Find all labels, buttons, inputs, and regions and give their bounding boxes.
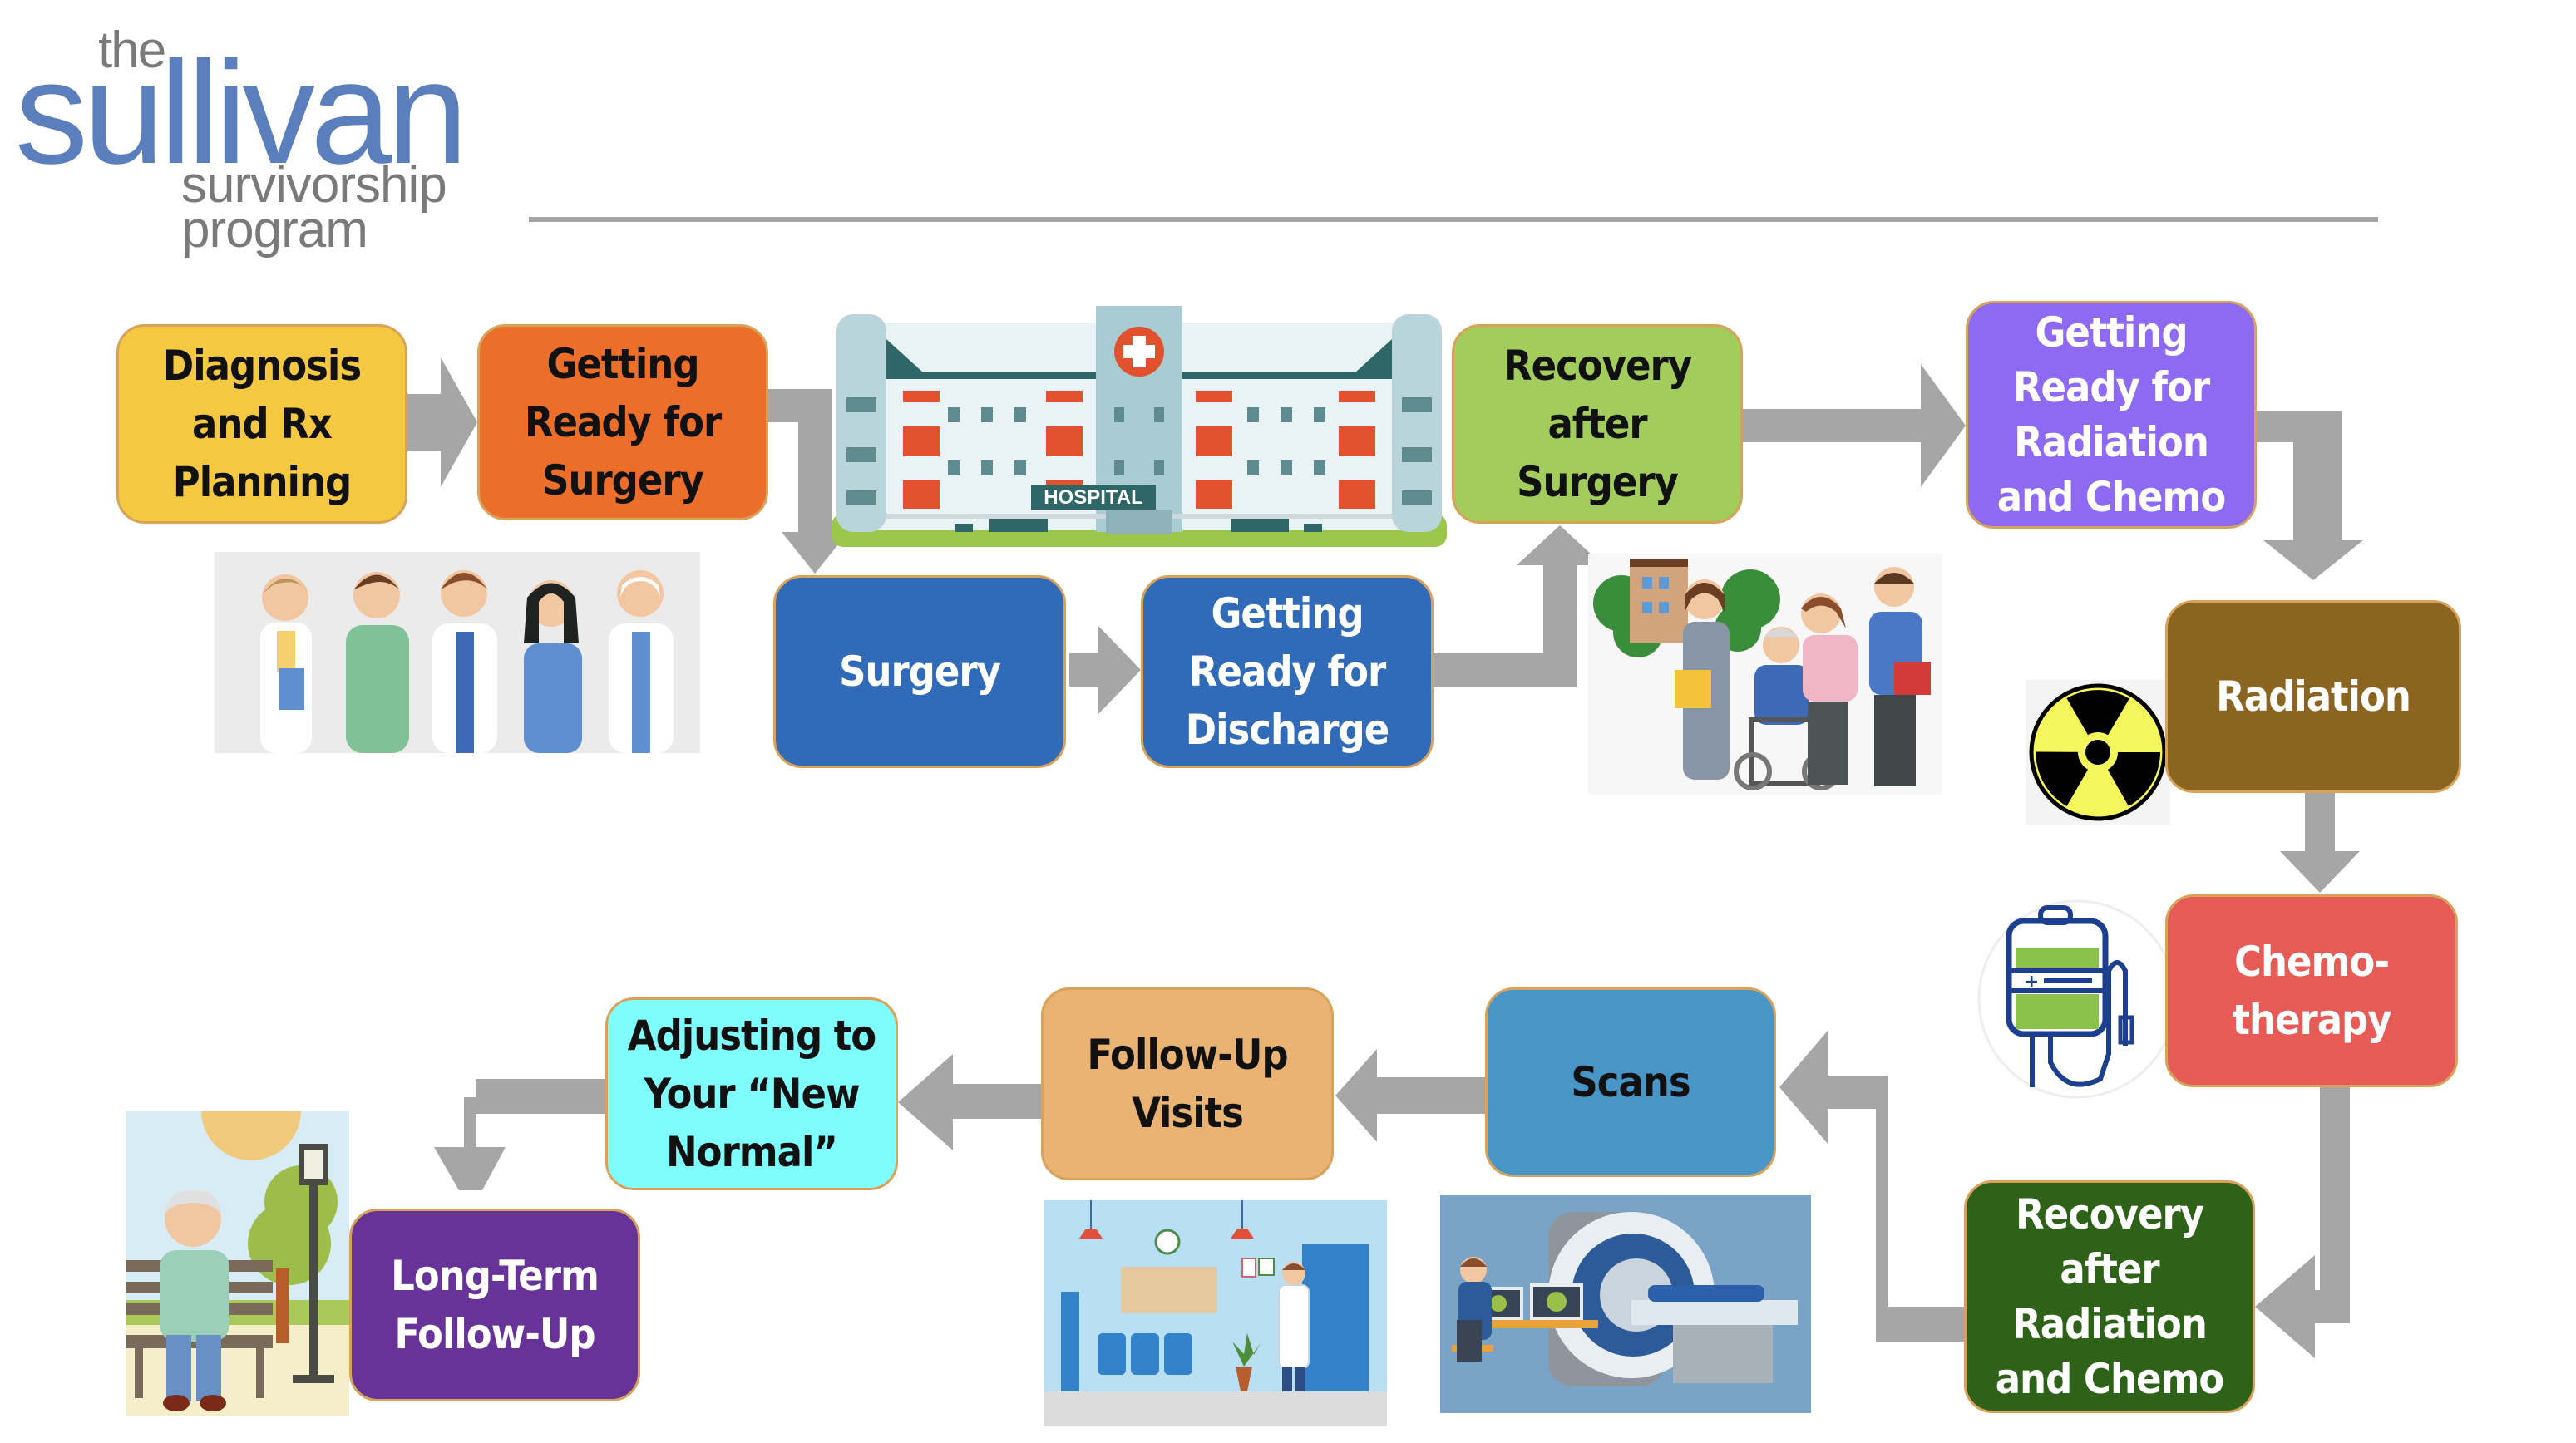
arrow-follow-up-to-new-normal xyxy=(898,1054,1041,1150)
step-follow-up-visits: Follow-Up Visits xyxy=(1041,987,1334,1180)
arrow-chemo-to-recovery-radiation xyxy=(2255,1087,2350,1358)
arrow-radiation-to-chemo xyxy=(2280,793,2360,893)
step-ready-for-discharge-label: Getting Ready for Discharge xyxy=(1185,589,1389,754)
step-follow-up-visits-label: Follow-Up Visits xyxy=(1087,1031,1288,1137)
step-ready-for-discharge: Getting Ready for Discharge xyxy=(1141,575,1434,768)
arrow-ready-surgery-to-surgery xyxy=(768,389,848,574)
caregivers-illustration xyxy=(1588,554,1942,795)
logo-the: the xyxy=(98,22,166,79)
arrow-recovery-to-ready-radiation xyxy=(1743,364,1966,487)
step-diagnosis-label: Diagnosis and Rx Planning xyxy=(162,342,362,506)
step-long-term-follow-up: Long-Term Follow-Up xyxy=(349,1209,640,1401)
care-team-illustration xyxy=(215,552,700,753)
step-scans-label: Scans xyxy=(1571,1058,1690,1106)
waiting-room-illustration xyxy=(1044,1200,1387,1426)
step-ready-for-radiation-label: Getting Ready for Radiation and Chemo xyxy=(1996,308,2227,521)
svg-text:+: + xyxy=(2024,972,2039,992)
step-recovery-after-radiation: Recovery after Radiation and Chemo xyxy=(1964,1180,2255,1413)
step-new-normal-label: Adjusting to Your “New Normal” xyxy=(627,1012,876,1176)
step-recovery-after-surgery: Recovery after Surgery xyxy=(1452,324,1743,524)
step-chemotherapy: Chemo- therapy xyxy=(2165,894,2458,1087)
arrow-ready-radiation-to-radiation xyxy=(2257,411,2363,580)
hospital-sign-text: HOSPITAL xyxy=(1044,486,1143,509)
arrow-surgery-to-discharge xyxy=(1069,625,1141,715)
arrow-new-normal-to-long-term xyxy=(434,1079,605,1190)
step-scans: Scans xyxy=(1485,987,1776,1177)
step-surgery-label: Surgery xyxy=(839,648,1001,696)
arrow-scans-to-follow-up xyxy=(1335,1049,1485,1142)
hospital-illustration: HOSPITAL xyxy=(832,306,1447,557)
step-recovery-after-radiation-label: Recovery after Radiation and Chemo xyxy=(1995,1190,2225,1403)
step-long-term-follow-up-label: Long-Term Follow-Up xyxy=(391,1252,600,1358)
logo-sullivan: sullivan xyxy=(15,32,468,195)
step-ready-for-surgery: Getting Ready for Surgery xyxy=(477,324,768,520)
iv-bag-icon: + xyxy=(1976,896,2172,1104)
arrow-recovery-radiation-to-scans xyxy=(1779,1031,1964,1342)
step-surgery: Surgery xyxy=(773,575,1066,768)
step-radiation: Radiation xyxy=(2165,600,2461,793)
step-new-normal: Adjusting to Your “New Normal” xyxy=(605,997,898,1190)
step-chemotherapy-label: Chemo- therapy xyxy=(2232,938,2391,1044)
arrow-diagnosis-to-ready-surgery xyxy=(407,357,477,487)
park-bench-illustration xyxy=(126,1111,349,1416)
mri-scan-illustration xyxy=(1440,1195,1811,1413)
header-divider xyxy=(529,217,2378,222)
radiation-hazard-icon xyxy=(2026,680,2170,825)
step-diagnosis: Diagnosis and Rx Planning xyxy=(116,324,407,524)
arrow-discharge-to-recovery xyxy=(1434,525,1603,687)
step-ready-for-surgery-label: Getting Ready for Surgery xyxy=(524,340,722,505)
step-ready-for-radiation: Getting Ready for Radiation and Chemo xyxy=(1966,301,2257,529)
step-radiation-label: Radiation xyxy=(2216,672,2411,721)
logo-program: program xyxy=(181,201,368,259)
logo-survivorship: survivorship xyxy=(181,156,447,214)
step-recovery-after-surgery-label: Recovery after Surgery xyxy=(1503,342,1692,506)
